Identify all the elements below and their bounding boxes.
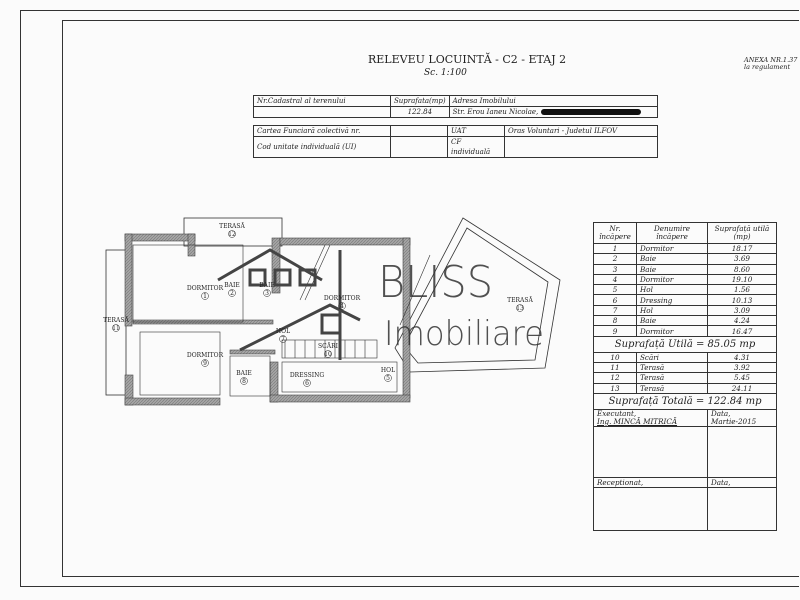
room-number: 9 xyxy=(203,360,207,367)
redacted-mark xyxy=(540,109,641,115)
room-number-circle xyxy=(516,304,524,312)
address-value: Str. Erou Ianeu Nicolae, xyxy=(448,106,659,118)
room-label: BAIE xyxy=(259,282,275,289)
room-label: TERASĂ xyxy=(103,317,129,324)
page-title: RELEVEU LOCUINTĂ - C2 - ETAJ 2 xyxy=(368,53,567,66)
room-label: TERASĂ xyxy=(219,223,245,230)
header-name: Denumire încăpere xyxy=(636,222,708,244)
annex-line1: ANEXA NR.1.37 xyxy=(744,56,798,64)
room-number: 5 xyxy=(386,375,390,382)
room-number: 2 xyxy=(230,290,234,297)
room-label: HOL xyxy=(381,367,395,374)
room-label: BAIE xyxy=(224,282,240,289)
room-number: 1 xyxy=(203,293,207,300)
room-number-circle xyxy=(263,289,271,297)
room-label: SCĂRI xyxy=(318,343,339,350)
walls xyxy=(124,233,411,406)
executant-label: Executant, xyxy=(597,408,637,418)
date-label: Data, xyxy=(711,408,731,418)
room-number-circle xyxy=(279,335,287,343)
room-number: 13 xyxy=(516,305,524,312)
inner-frame xyxy=(62,20,799,577)
room-number-circle xyxy=(240,377,248,385)
room-label: DRESSING xyxy=(290,372,324,379)
room-number: 3 xyxy=(265,290,269,297)
watermark-logo xyxy=(217,248,361,360)
watermark-line2: Imobiliare xyxy=(384,314,544,354)
room-label: DORMITOR xyxy=(324,295,361,302)
room-number: 10 xyxy=(324,351,332,358)
room-label: DORMITOR xyxy=(187,285,224,292)
date-value: Martie-2015 xyxy=(711,416,757,426)
room-number-circle xyxy=(384,374,392,382)
room-number: 4 xyxy=(340,303,344,310)
room-area: 16.47 xyxy=(707,325,777,337)
room-label: DORMITOR xyxy=(187,352,224,359)
room-number-circle xyxy=(338,302,346,310)
room-number: 7 xyxy=(281,336,285,343)
room-number: 8 xyxy=(242,378,246,385)
room-number-circle xyxy=(112,324,120,332)
room-number: 12 xyxy=(228,231,236,238)
annex-line2: la regulament xyxy=(744,63,791,71)
room-number-circle xyxy=(228,289,236,297)
room-number: 11 xyxy=(112,325,120,332)
executant-name: Ing. MINCĂ MITRICĂ xyxy=(597,416,678,426)
room-label: HOL xyxy=(276,328,290,335)
watermark-line1: BLISS xyxy=(378,257,493,308)
terrace-top xyxy=(183,217,283,247)
room-label: BAIE xyxy=(236,370,252,377)
room-area: 24.11 xyxy=(707,382,777,394)
room-label: TERASĂ xyxy=(507,297,533,304)
cod-label: Cod unitate individuală (UI) xyxy=(253,136,391,158)
room-number-circle xyxy=(303,379,311,387)
room-number-circle xyxy=(324,350,332,358)
room-number-circle xyxy=(201,359,209,367)
scale-label: Sc. 1:100 xyxy=(424,68,467,78)
cf-label: CF individuală xyxy=(447,136,505,158)
room-number: 6 xyxy=(305,380,309,387)
date-label-2: Data, xyxy=(707,476,777,489)
room-number-circle xyxy=(201,292,209,300)
room-number-circle xyxy=(228,230,236,238)
outer-frame xyxy=(20,10,799,587)
